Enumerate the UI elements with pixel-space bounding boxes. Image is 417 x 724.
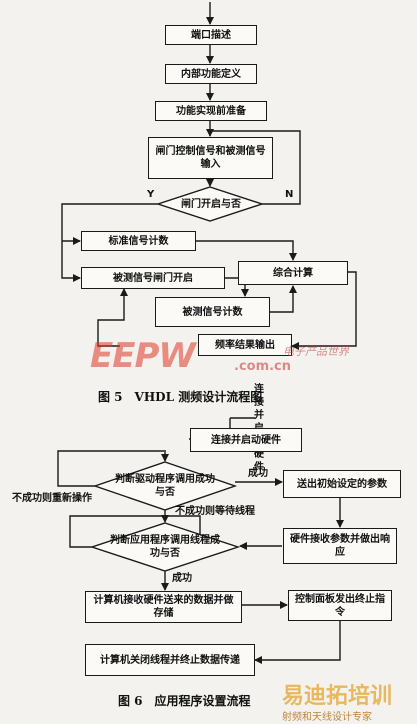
fig6-panel-stop: 控制面板发出终止指令 — [288, 590, 392, 621]
fig5-gate-decision: 闸门开启与否 — [181, 198, 241, 210]
fig6-pc-close: 计算机关闭线程并终止数据传递 — [85, 644, 255, 676]
fig6-label-fail-wait: 不成功则等待线程 — [175, 506, 255, 517]
fig5-label-no: N — [285, 189, 294, 200]
fig5-internal-function: 内部功能定义 — [165, 64, 257, 84]
eepw-watermark-com: .com.cn — [234, 359, 292, 374]
fig5-prepare: 功能实现前准备 — [155, 101, 267, 121]
fig6-label-fail-retry: 不成功则重新操作 — [12, 493, 92, 504]
fig6-connect-box: 连接并启动硬件 — [190, 428, 302, 452]
fig6-label-success-2: 成功 — [172, 573, 192, 584]
fig6-caption: 图 6 应用程序设置流程 — [118, 694, 251, 708]
fig6-connect-label: 连接并启动硬件 — [211, 434, 281, 446]
yidi-watermark-logo: 易迪拓培训 — [282, 684, 393, 709]
fig6-pc-receive: 计算机接收硬件送来的数据并做存储 — [85, 591, 242, 623]
fig5-measured-count: 被测信号计数 — [155, 297, 270, 327]
fig5-label-yes: Y — [147, 189, 155, 200]
fig6-send-params: 送出初始设定的参数 — [283, 470, 401, 498]
fig6-hw-receive: 硬件接收参数并做出响应 — [283, 528, 397, 564]
eepw-watermark-cn: 电子产品世界 — [283, 345, 349, 358]
fig6-judge-driver: 判断驱动程序调用成功与否 — [115, 474, 215, 498]
eepw-watermark-logo: EEPW — [90, 336, 196, 376]
fig5-signal-input: 闸门控制信号和被测信号输入 — [148, 137, 273, 179]
fig6-label-success-1: 成功 — [248, 468, 268, 479]
fig6-judge-app: 判断应用程序调用线程成功与否 — [110, 535, 220, 559]
fig5-port-description: 端口描述 — [165, 25, 257, 45]
fig5-standard-count: 标准信号计数 — [81, 231, 196, 251]
fig5-frequency-output: 频率结果输出 — [198, 334, 292, 356]
yidi-watermark-sub: 射频和天线设计专家 — [282, 712, 372, 723]
fig5-caption: 图 5 VHDL 测频设计流程图 — [98, 390, 263, 404]
fig5-combined-calc: 综合计算 — [238, 261, 348, 285]
fig5-gate-open: 被测信号闸门开启 — [81, 267, 225, 289]
